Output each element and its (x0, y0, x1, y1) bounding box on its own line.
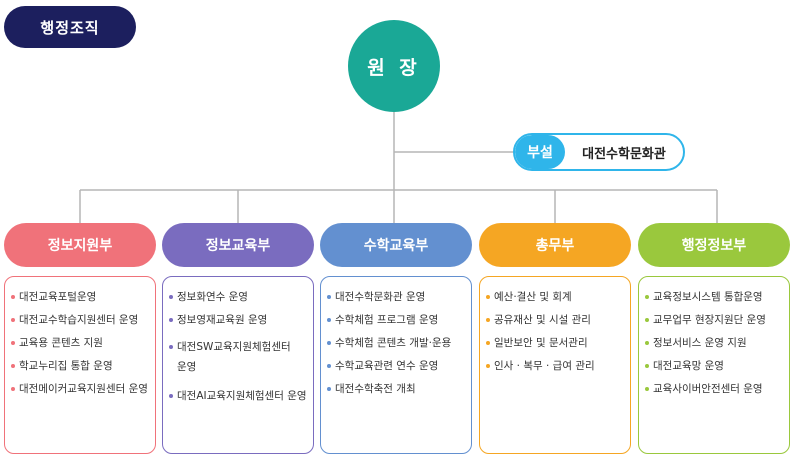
dept-info-support-duties: 대전교육포털운영 대전교수학습지원센터 운영 교육용 콘텐츠 지원 학교누리집 … (4, 276, 156, 454)
dept-math-education: 수학교육부 (320, 223, 472, 267)
page-title: 행정조직 (4, 6, 136, 48)
annex-node: 부설 대전수학문화관 (513, 133, 685, 171)
duty-item: 일반보안 및 문서관리 (486, 337, 624, 350)
dept-info-education-duties: 정보화연수 운영 정보영재교육원 운영 대전SW교육지원체험센터 운영 대전AI… (162, 276, 314, 454)
duty-item: 예산·결산 및 회계 (486, 291, 624, 304)
duty-item: 대전AI교육지원체험센터 운영 (169, 386, 307, 406)
duty-item: 수학체험 콘텐츠 개발·운용 (327, 337, 465, 350)
duty-item: 정보영재교육원 운영 (169, 314, 307, 327)
duty-item: 대전수학문화관 운영 (327, 291, 465, 304)
dept-general-affairs: 총무부 (479, 223, 631, 267)
duty-item: 공유재산 및 시설 관리 (486, 314, 624, 327)
annex-tag: 부설 (515, 135, 565, 169)
duty-item: 대전교육망 운영 (645, 360, 783, 373)
annex-name: 대전수학문화관 (582, 146, 666, 162)
dept-general-affairs-duties: 예산·결산 및 회계 공유재산 및 시설 관리 일반보안 및 문서관리 인사 ·… (479, 276, 631, 454)
duty-item: 정보서비스 운영 지원 (645, 337, 783, 350)
duty-item: 대전교육포털운영 (11, 291, 149, 304)
dept-admin-info: 행정정보부 (638, 223, 790, 267)
duty-item: 수학교육관련 연수 운영 (327, 360, 465, 373)
dept-admin-info-duties: 교육정보시스템 통합운영 교무업무 현장지원단 운영 정보서비스 운영 지원 대… (638, 276, 790, 454)
duty-item: 인사 · 복무 · 급여 관리 (486, 360, 624, 373)
director-node: 원 장 (348, 20, 440, 112)
duty-item: 대전SW교육지원체험센터 운영 (169, 337, 307, 377)
duty-item: 대전교수학습지원센터 운영 (11, 314, 149, 327)
duty-item: 정보화연수 운영 (169, 291, 307, 304)
duty-item: 교육정보시스템 통합운영 (645, 291, 783, 304)
dept-info-support: 정보지원부 (4, 223, 156, 267)
dept-math-education-duties: 대전수학문화관 운영 수학체험 프로그램 운영 수학체험 콘텐츠 개발·운용 수… (320, 276, 472, 454)
duty-item: 학교누리집 통합 운영 (11, 360, 149, 373)
duty-item: 교육사이버안전센터 운영 (645, 383, 783, 396)
dept-info-education: 정보교육부 (162, 223, 314, 267)
duty-item: 대전메이커교육지원센터 운영 (11, 383, 149, 396)
duty-item: 대전수학축전 개최 (327, 383, 465, 396)
duty-item: 교무업무 현장지원단 운영 (645, 314, 783, 327)
duty-item: 교육용 콘텐츠 지원 (11, 337, 149, 350)
duty-item: 수학체험 프로그램 운영 (327, 314, 465, 327)
